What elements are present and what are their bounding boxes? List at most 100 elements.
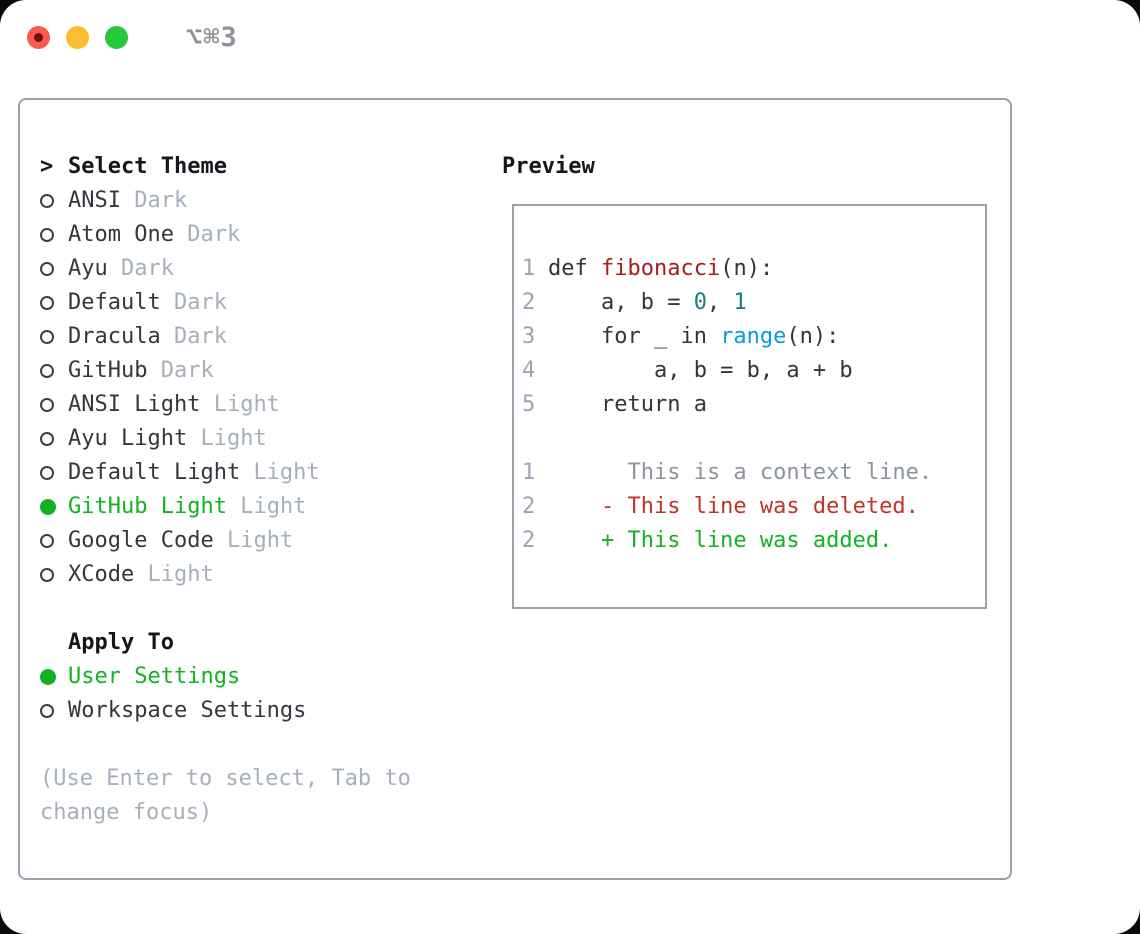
close-dot-icon	[34, 32, 43, 42]
theme-variant-tag: Light	[226, 528, 294, 553]
theme-option-dracula[interactable]: Dracula Dark	[40, 320, 488, 354]
radio-icon	[40, 194, 54, 208]
theme-name: Ayu Light	[68, 426, 188, 451]
radio-marker	[40, 286, 68, 320]
theme-option-xcode[interactable]: XCode Light	[40, 558, 488, 592]
radio-icon	[40, 466, 54, 480]
code-segment-number: 1	[733, 290, 747, 315]
theme-name: GitHub	[68, 358, 148, 383]
apply-to-header: Apply To	[40, 626, 488, 660]
prompt-icon: >	[40, 154, 54, 179]
radio-icon	[40, 534, 54, 548]
code-segment-builtin: range	[720, 324, 787, 349]
code-line: 1 This is a context line.	[522, 456, 985, 490]
hint-text: (Use Enter to select, Tab to change focu…	[40, 766, 411, 825]
select-theme-header: > Select Theme	[40, 150, 488, 184]
theme-option-ayu-light[interactable]: Ayu Light Light	[40, 422, 488, 456]
theme-name: Default	[68, 290, 161, 315]
theme-option-ansi-light[interactable]: ANSI Light Light	[40, 388, 488, 422]
radio-icon	[40, 568, 54, 582]
theme-option-default[interactable]: Default Dark	[40, 286, 488, 320]
theme-name: Google Code	[68, 528, 214, 553]
radio-marker	[40, 218, 68, 252]
radio-marker	[40, 354, 68, 388]
radio-selected-icon	[40, 499, 56, 515]
code-segment-added: + This line was added.	[548, 528, 893, 553]
code-segment-deleted: - This line was deleted.	[548, 494, 919, 519]
apply-to-title: Apply To	[68, 630, 174, 655]
radio-icon	[40, 296, 54, 310]
code-line: 5 return a	[522, 388, 985, 422]
code-line: 2 + This line was added.	[522, 524, 985, 558]
theme-variant-tag: Light	[200, 426, 267, 451]
theme-variant-tag: Dark	[173, 324, 227, 349]
radio-marker	[40, 456, 68, 490]
line-number: 4	[522, 358, 536, 383]
radio-icon	[40, 364, 54, 378]
code-segment-plain: for _ in	[548, 324, 721, 349]
theme-name: GitHub Light	[68, 494, 227, 519]
code-segment-plain: def	[548, 256, 601, 281]
minimize-button[interactable]	[66, 25, 89, 49]
keyboard-shortcut-label: ⌥⌘3	[186, 21, 238, 53]
radio-marker	[40, 388, 68, 422]
line-number: 1	[522, 460, 536, 485]
theme-option-google-code[interactable]: Google Code Light	[40, 524, 488, 558]
theme-variant-tag: Light	[147, 562, 214, 587]
theme-name: ANSI	[68, 188, 121, 213]
theme-option-atom-one[interactable]: Atom One Dark	[40, 218, 488, 252]
theme-variant-tag: Dark	[187, 222, 241, 247]
radio-icon	[40, 398, 54, 412]
theme-variant-tag: Light	[253, 460, 320, 485]
apply-option-workspace-settings[interactable]: Workspace Settings	[40, 694, 488, 728]
radio-icon	[40, 330, 54, 344]
theme-variant-tag: Dark	[134, 188, 188, 213]
radio-marker	[40, 524, 68, 558]
apply-option-label: Workspace Settings	[68, 698, 307, 723]
code-segment-plain: (n):	[786, 324, 840, 349]
theme-option-ansi[interactable]: ANSI Dark	[40, 184, 488, 218]
code-segment-plain: a, b = b, a + b	[548, 358, 853, 383]
zoom-button[interactable]	[105, 25, 128, 49]
radio-icon	[40, 704, 54, 718]
theme-name: ANSI Light	[68, 392, 201, 417]
code-segment-number: 0	[693, 290, 707, 315]
theme-variant-tag: Light	[213, 392, 280, 417]
radio-marker	[40, 320, 68, 354]
theme-variant-tag: Dark	[173, 290, 227, 315]
theme-option-github-light[interactable]: GitHub Light Light	[40, 490, 488, 524]
select-theme-title: Select Theme	[68, 154, 227, 179]
radio-selected-icon	[40, 669, 56, 685]
theme-option-default-light[interactable]: Default Light Light	[40, 456, 488, 490]
theme-variant-tag: Light	[240, 494, 307, 519]
apply-option-user-settings[interactable]: User Settings	[40, 660, 488, 694]
code-line: 2 a, b = 0, 1	[522, 286, 985, 320]
code-segment-plain: (n):	[720, 256, 774, 281]
theme-variant-tag: Dark	[160, 358, 214, 383]
code-line: 4 a, b = b, a + b	[522, 354, 985, 388]
radio-icon	[40, 432, 54, 446]
preview-title: Preview	[502, 154, 595, 179]
theme-name: Default Light	[68, 460, 241, 485]
radio-marker	[40, 694, 68, 728]
line-number: 1	[522, 256, 536, 281]
close-button[interactable]	[27, 25, 50, 49]
theme-variant-tag: Dark	[121, 256, 174, 281]
line-number: 5	[522, 392, 536, 417]
code-segment-plain: ,	[706, 290, 734, 315]
code-line: 2 - This line was deleted.	[522, 490, 985, 524]
code-segment-plain: return a	[548, 392, 707, 417]
theme-option-github[interactable]: GitHub Dark	[40, 354, 488, 388]
theme-option-ayu[interactable]: Ayu Dark	[40, 252, 488, 286]
code-segment-function: fibonacci	[600, 256, 721, 281]
code-line: 1 def fibonacci(n):	[522, 252, 985, 286]
code-line: 3 for _ in range(n):	[522, 320, 985, 354]
line-number: 2	[522, 290, 536, 315]
apply-option-label: User Settings	[68, 664, 241, 689]
radio-marker	[40, 558, 68, 592]
titlebar: ⌥⌘3	[0, 0, 1140, 74]
theme-name: XCode	[68, 562, 135, 587]
